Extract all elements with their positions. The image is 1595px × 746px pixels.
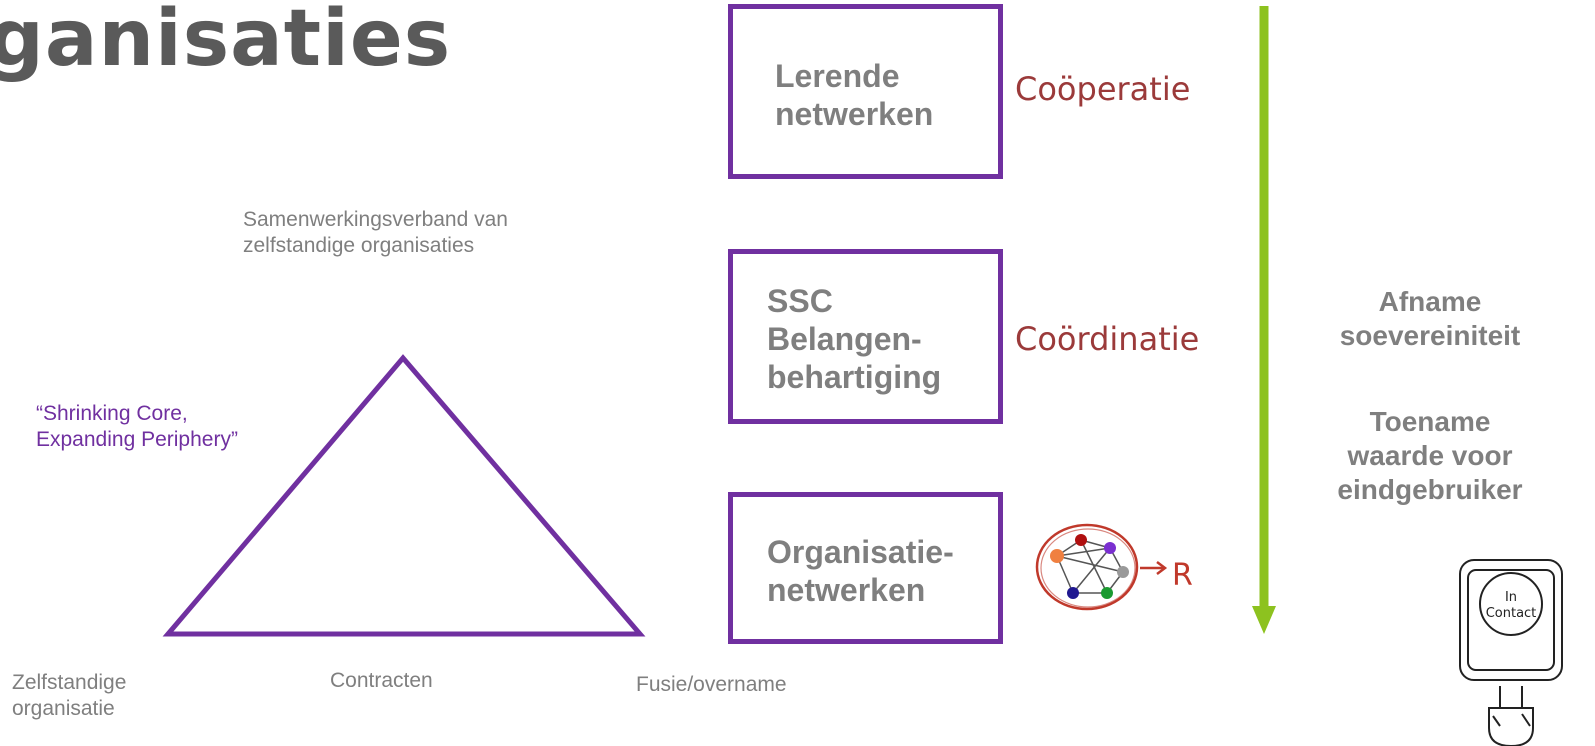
- triangle-top-label: Samenwerkingsverband van zelfstandige or…: [243, 208, 508, 257]
- level-box-1-label: Lerende netwerken: [775, 58, 934, 132]
- page-title: ganisaties: [0, 0, 452, 84]
- level-box-3-label: Organisatie- netwerken: [767, 534, 954, 608]
- level-box-2: SSC Belangen- behartiging: [728, 249, 1003, 424]
- level-box-3: Organisatie- netwerken: [728, 492, 1003, 644]
- sketch-letter: R: [1172, 558, 1193, 593]
- triangle-shape: [162, 354, 646, 637]
- level-box-2-label: SSC Belangen- behartiging: [767, 283, 942, 395]
- triangle-bottom-left-label: Zelfstandige organisatie: [12, 671, 127, 720]
- svg-text:Contact: Contact: [1486, 606, 1537, 621]
- afname-label: Afname soevereiniteit: [1339, 286, 1521, 351]
- level-box-1: Lerende netwerken: [728, 4, 1003, 179]
- plug-icon: [1488, 686, 1534, 746]
- triangle-bottom-center-label: Contracten: [330, 669, 433, 692]
- triangle-side-label: “Shrinking Core, Expanding Periphery”: [36, 402, 238, 451]
- triangle-bottom-right-label: Fusie/overname: [636, 673, 787, 696]
- svg-text:In: In: [1505, 590, 1517, 605]
- toename-label: Toename waarde voor eindgebruiker: [1337, 406, 1523, 505]
- green-down-arrow: [1252, 6, 1276, 634]
- level-type-2: Coördinatie: [1015, 320, 1200, 358]
- in-contact-badge-icon: In Contact: [1459, 559, 1563, 681]
- network-sketch-icon: R: [1035, 523, 1193, 611]
- level-type-1: Coöperatie: [1015, 70, 1191, 108]
